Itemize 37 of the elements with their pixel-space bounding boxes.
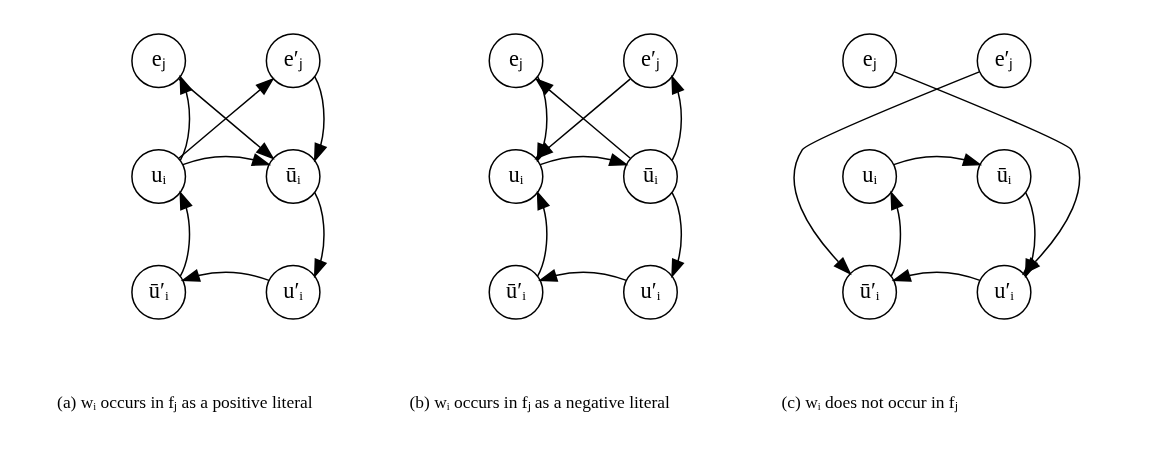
arrow <box>313 75 328 162</box>
node-circle: ū′ᵢ <box>488 264 544 320</box>
arrow <box>538 268 628 282</box>
arrow <box>890 189 904 277</box>
arrow <box>539 152 629 166</box>
node-circle: uᵢ <box>488 148 544 204</box>
node-circle: ū′ᵢ <box>842 264 898 320</box>
node-circle: eⱼ <box>131 32 187 88</box>
arrow <box>180 268 270 282</box>
node-circle: e′ⱼ <box>976 32 1032 88</box>
node-circle: uᵢ <box>131 148 187 204</box>
node-circle: ūᵢ <box>622 148 678 204</box>
arrow <box>671 191 685 278</box>
arrow <box>793 70 981 275</box>
node-circle: u′ᵢ <box>622 264 678 320</box>
node-circle: e′ⱼ <box>265 32 321 88</box>
arrow <box>671 74 685 161</box>
node-circle: u′ᵢ <box>976 264 1032 320</box>
arrow <box>893 152 983 166</box>
label: (a) wᵢ occurs in fⱼ as a positive literal <box>57 391 313 412</box>
arrow <box>313 191 328 278</box>
arrow <box>179 74 193 161</box>
node-circle: ūᵢ <box>976 148 1032 204</box>
arrow <box>179 189 193 277</box>
node-circle: u′ᵢ <box>265 264 321 320</box>
label: (b) wᵢ occurs in fⱼ as a negative literal <box>409 391 670 412</box>
node-circle: e′ⱼ <box>622 32 678 88</box>
node-circle: eⱼ <box>488 32 544 88</box>
arrow <box>182 152 272 166</box>
arrow <box>891 268 981 282</box>
node-circle: uᵢ <box>842 148 898 204</box>
arrow <box>1024 191 1039 278</box>
label: (c) wᵢ does not occur in fⱼ <box>781 391 958 412</box>
arrow <box>536 189 551 277</box>
node-circle: eⱼ <box>842 32 898 88</box>
node-circle: ūᵢ <box>265 148 321 204</box>
node-circle: ū′ᵢ <box>131 264 187 320</box>
